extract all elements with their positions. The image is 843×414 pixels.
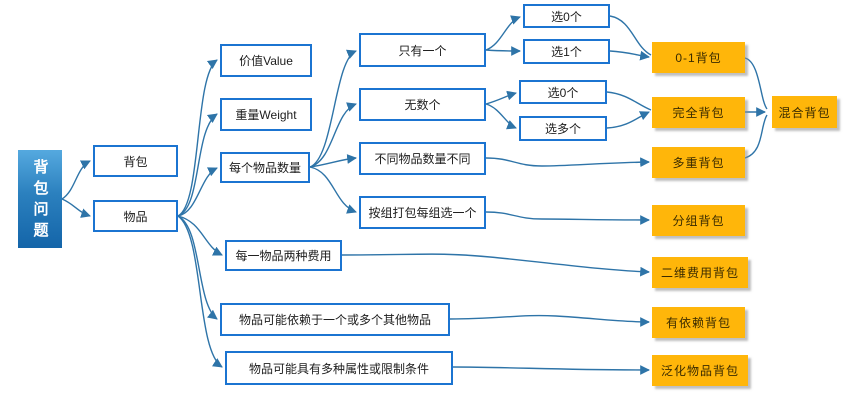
node-different-quantity[interactable]: 不同物品数量不同 (359, 142, 486, 175)
edge-items-value (177, 59, 218, 217)
edge-twocosts-twodim (341, 253, 650, 277)
node-value[interactable]: 价值Value (220, 44, 312, 77)
node-knapsack[interactable]: 背包 (93, 145, 178, 177)
edge-root-items (61, 198, 91, 218)
node-grouped[interactable]: 按组打包每组选一个 (359, 196, 486, 229)
edge-quantity-only-one (309, 49, 357, 168)
edge-items-multi-attr (177, 215, 223, 368)
node-2d-cost-knapsack[interactable]: 二维费用背包 (652, 257, 748, 288)
node-choice-one[interactable]: 选1个 (523, 39, 610, 64)
node-mixed-knapsack[interactable]: 混合背包 (772, 96, 837, 128)
edge-quantity-unlimited (309, 102, 357, 168)
node-weight[interactable]: 重量Weight (220, 98, 312, 131)
node-dependent-knapsack[interactable]: 有依赖背包 (652, 307, 745, 338)
edge-different-multiple (485, 157, 650, 168)
edge-zero-01knapsack (609, 15, 652, 56)
edge-grouped-group (485, 211, 650, 225)
edge-dependency-dependent (449, 314, 650, 327)
node-dependency[interactable]: 物品可能依赖于一个或多个其他物品 (220, 303, 450, 336)
node-01-knapsack[interactable]: 0-1背包 (652, 42, 745, 73)
node-choice-many[interactable]: 选多个 (519, 116, 607, 141)
edge-zero-complete (606, 91, 652, 111)
node-choice-zero-2[interactable]: 选0个 (519, 80, 607, 104)
edge-items-two-costs (177, 215, 223, 256)
edge-unlimited-many (485, 103, 517, 130)
node-items[interactable]: 物品 (93, 200, 178, 232)
edge-items-weight (177, 113, 218, 217)
edge-onlyone-one (485, 46, 521, 56)
node-multi-attribute[interactable]: 物品可能具有多种属性或限制条件 (225, 351, 453, 385)
edge-multiattr-generalized (452, 365, 650, 375)
edge-one-01knapsack (609, 50, 650, 61)
edge-quantity-grouped (309, 166, 357, 214)
node-quantity[interactable]: 每个物品数量 (220, 152, 310, 183)
node-only-one[interactable]: 只有一个 (359, 33, 486, 67)
edge-unlimited-zero (485, 90, 517, 105)
node-complete-knapsack[interactable]: 完全背包 (652, 97, 745, 128)
edge-01-mixed (744, 57, 768, 110)
edge-quantity-different (309, 154, 357, 168)
node-choice-zero-1[interactable]: 选0个 (523, 4, 610, 28)
node-group-knapsack[interactable]: 分组背包 (652, 205, 745, 236)
node-unlimited[interactable]: 无数个 (359, 88, 486, 121)
node-multiple-knapsack[interactable]: 多重背包 (652, 147, 745, 178)
edge-onlyone-zero (485, 15, 521, 51)
edge-multiple-mixed (744, 114, 768, 159)
edge-root-knapsack (61, 160, 91, 200)
edge-items-dependency (177, 215, 218, 320)
node-root[interactable]: 背包问题 (18, 150, 62, 248)
edge-items-quantity (177, 167, 218, 217)
node-two-costs[interactable]: 每一物品两种费用 (225, 240, 342, 271)
node-generalized-knapsack[interactable]: 泛化物品背包 (652, 355, 748, 386)
edge-many-complete (606, 111, 650, 129)
